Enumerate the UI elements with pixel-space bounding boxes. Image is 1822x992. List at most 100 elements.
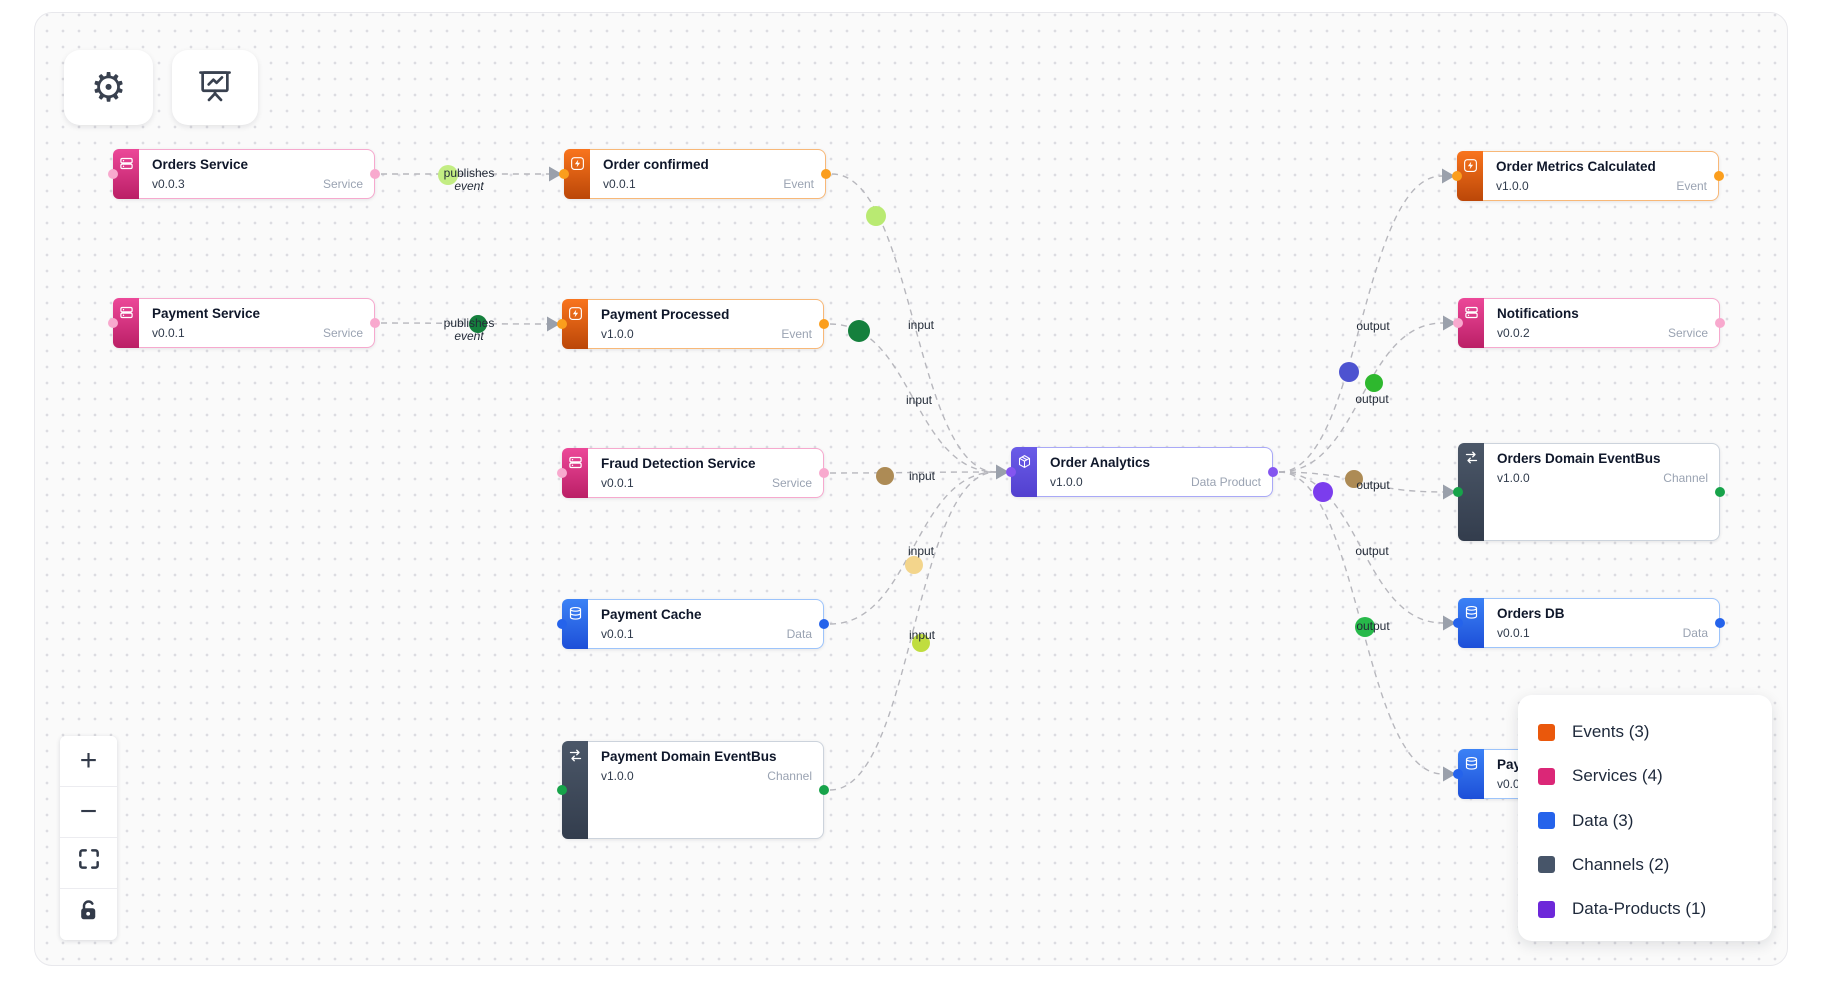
node-handle-left[interactable] [108, 169, 118, 179]
node-handle-left[interactable] [1453, 487, 1463, 497]
node-handle-right[interactable] [819, 785, 829, 795]
node-handle-right[interactable] [819, 319, 829, 329]
node-handle-left[interactable] [1453, 318, 1463, 328]
node-handle-left[interactable] [108, 318, 118, 328]
lock-toggle-button[interactable] [60, 889, 117, 940]
node-handle-left[interactable] [1453, 769, 1463, 779]
node-type-label: Channel [1663, 471, 1708, 485]
legend-label: Channels (2) [1572, 854, 1670, 874]
node-accent-bar [562, 741, 588, 839]
node-handle-right[interactable] [370, 318, 380, 328]
legend-swatch [1538, 812, 1555, 829]
node-handle-left[interactable] [557, 319, 567, 329]
fit-view-button[interactable] [60, 838, 117, 889]
zoom-in-button[interactable]: + [60, 736, 117, 787]
node-handle-right[interactable] [1715, 318, 1725, 328]
node-version: v0.0.1 [1497, 626, 1530, 640]
legend-panel: Events (3)Services (4)Data (3)Channels (… [1518, 695, 1772, 941]
node-handle-right[interactable] [821, 169, 831, 179]
node-title: Order confirmed [603, 157, 709, 172]
edge-arrowhead [1443, 766, 1456, 782]
edge-particle [905, 556, 923, 574]
flow-controls: + − [60, 736, 117, 940]
edge-fraud-detection-service-to-order-analytics [829, 471, 997, 474]
settings-button[interactable]: ⚙ [64, 50, 153, 125]
node-handle-right[interactable] [819, 468, 829, 478]
node-type-label: Service [322, 326, 363, 340]
edge-arrowhead [1443, 484, 1456, 500]
node-type-label: Service [1667, 326, 1708, 340]
node-type-label: Service [771, 476, 812, 490]
node-version: v1.0.0 [601, 769, 634, 783]
bolt-icon [568, 306, 583, 321]
edge-particle [848, 320, 870, 342]
node-handle-left[interactable] [557, 468, 567, 478]
legend-item: Channels (2) [1538, 853, 1752, 877]
node-handle-right[interactable] [1715, 487, 1725, 497]
legend-swatch [1538, 856, 1555, 874]
edge-arrowhead [996, 464, 1009, 480]
edges-layer [380, 166, 1456, 791]
lock-icon [75, 897, 102, 932]
edge-order-analytics-to-order-metrics-calculated [1278, 175, 1443, 473]
legend-item: Data (3) [1538, 809, 1752, 833]
edge-label-input: input [905, 393, 933, 407]
node-version: v0.0.1 [601, 476, 634, 490]
edge-particle [469, 315, 487, 333]
node-handle-right[interactable] [1715, 618, 1725, 628]
edge-arrowhead [549, 166, 562, 182]
edge-label-input: input [907, 544, 935, 558]
node-handle-left[interactable] [557, 619, 567, 629]
edge-particle [876, 467, 894, 485]
node-handle-left[interactable] [1006, 467, 1016, 477]
node-handle-right[interactable] [819, 619, 829, 629]
edge-arrowhead [1443, 615, 1456, 631]
node-handle-left[interactable] [1453, 618, 1463, 628]
presentation-button[interactable] [172, 50, 258, 125]
node-title: Payment Domain EventBus [601, 749, 777, 764]
node-title: Orders Domain EventBus [1497, 451, 1661, 466]
node-type-label: Event [783, 177, 814, 191]
edge-particle [1313, 482, 1333, 502]
legend-swatch [1538, 723, 1555, 741]
node-version: v1.0.0 [1497, 471, 1530, 485]
node-handle-right[interactable] [1714, 171, 1724, 181]
node-handle-left[interactable] [1452, 171, 1462, 181]
node-type-label: Data Product [1190, 475, 1261, 489]
zoom-out-button[interactable]: − [60, 787, 117, 838]
zoom-out-icon: − [79, 795, 98, 828]
node-title: Payment Processed [601, 307, 730, 322]
node-handle-left[interactable] [559, 169, 569, 179]
node-orders-domain-eventbus[interactable]: Orders Domain EventBus v1.0.0 Channel [1453, 443, 1725, 541]
node-version: v1.0.0 [1496, 179, 1529, 193]
edge-particle [1345, 470, 1363, 488]
edge-label-output: output [1355, 392, 1389, 406]
node-version: v1.0.0 [601, 327, 634, 341]
edge-arrowhead [547, 316, 560, 332]
server-icon [568, 455, 583, 470]
node-version: v1.0.0 [1050, 475, 1083, 489]
node-handle-right[interactable] [370, 169, 380, 179]
node-handle-left[interactable] [557, 785, 567, 795]
package-icon [1017, 454, 1032, 469]
node-version: v0.0.1 [601, 627, 634, 641]
node-handle-right[interactable] [1268, 467, 1278, 477]
